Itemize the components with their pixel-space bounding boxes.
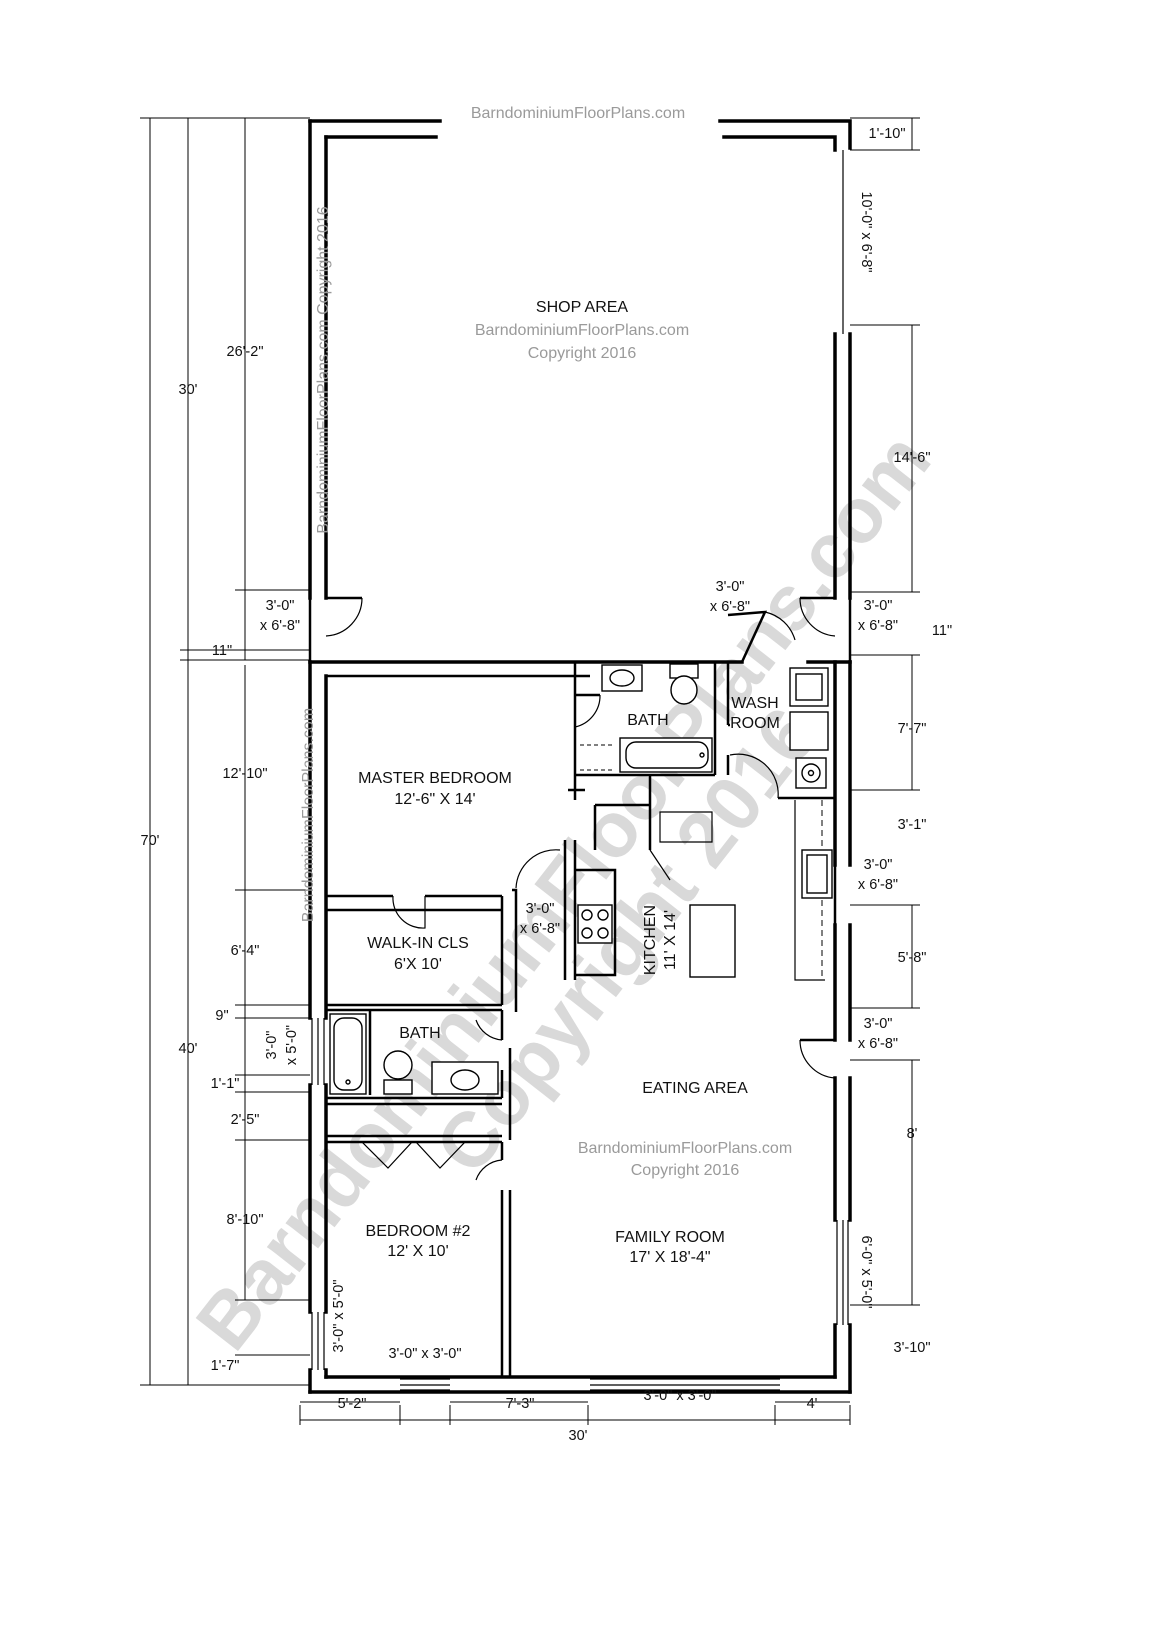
dim-left-2-5: 2'-5" [231,1112,260,1128]
shop-area-label: SHOP AREA [536,299,629,316]
dim-bottom-5-2: 5'-2" [338,1396,367,1412]
kitchen-label: KITCHEN [642,905,659,975]
master-bedroom-label: MASTER BEDROOM [358,770,512,787]
dim-left-1-1: 1'-1" [211,1076,240,1092]
family-window-right [836,1220,849,1325]
watermark-shop-site: BarndominiumFloorPlans.com [475,322,689,339]
bedroom-window-left-dim: 3'-0" x 5'-0" [331,1279,347,1352]
door-a-width: 3'-0" [266,598,295,614]
bedroom2-label: BEDROOM #2 [366,1223,471,1240]
master-bedroom-size: 12'-6" X 14' [394,791,475,808]
walk-in-closet-label: WALK-IN CLS [367,935,469,952]
dim-right-3-10: 3'-10" [894,1340,931,1356]
bedroom-window-left [311,1312,325,1370]
dim-left-6-4: 6'-4" [231,943,260,959]
dim-bottom-4: 4' [807,1396,818,1412]
dim-right-1-10: 1'-10" [869,126,906,142]
watermark-shop-copyright: Copyright 2016 [528,345,637,362]
dim-bottom-7-3: 7'-3" [506,1396,535,1412]
door-e-height: x 6'-8" [858,877,898,893]
dim-right-14-6: 14'-6" [894,450,931,466]
dim-left-40: 40' [179,1041,198,1057]
watermark-top: BarndominiumFloorPlans.com [471,105,685,122]
exterior-doors [308,596,852,1079]
dim-bottom-window: 3'-0" x 3'-0" [643,1388,716,1404]
door-b-width: 3'-0" [716,579,745,595]
dim-right-5-8: 5'-8" [898,950,927,966]
dim-overall-height: 70' [141,833,160,849]
dim-right-garage-door: 10'-0" x 6'-8" [858,191,874,272]
toilet-icon [383,1050,413,1080]
bedroom-window-bottom [400,1378,450,1391]
door-f-width: 3'-0" [864,1016,893,1032]
exterior-walls [308,119,852,1394]
dim-right-3-1: 3'-1" [898,817,927,833]
door-b-height: x 6'-8" [710,599,750,615]
door-e-width: 3'-0" [864,857,893,873]
door-a-height: x 6'-8" [260,618,300,634]
watermark-family-site: BarndominiumFloorPlans.com [578,1140,792,1157]
dim-left-30: 30' [179,382,198,398]
bath-window-height: x 5'-0" [284,1025,300,1065]
family-room-label: FAMILY ROOM [615,1229,725,1246]
kitchen-size: 11' X 14' [662,910,679,970]
dim-left-8-10: 8'-10" [227,1212,264,1228]
watermark-left-vertical-top: BarndominiumFloorPlans.com Copyright 201… [315,206,332,533]
family-window-bottom [590,1378,780,1391]
watermark-family-copyright: Copyright 2016 [631,1162,740,1179]
dim-right-7-7: 7'-7" [898,721,927,737]
upper-bath-label: BATH [627,712,668,729]
door-c-width: 3'-0" [864,598,893,614]
bath-window-width: 3'-0" [264,1031,280,1060]
kitchen-island [689,904,736,978]
door-d-width: 3'-0" [526,901,555,917]
dim-bottom-30: 30' [569,1428,588,1444]
windows [311,1018,849,1391]
watermark-left-vertical-mid: BarndominiumFloorPlans.com [300,708,317,922]
stove-icon [577,904,613,944]
bath-window [311,1018,325,1085]
walk-in-closet-size: 6'X 10' [394,956,442,973]
wash-room-label-1: WASH [731,695,778,712]
dryer-icon [789,711,829,751]
bedroom-window-bottom-dim: 3'-0" x 3'-0" [388,1346,461,1362]
door-c-height: x 6'-8" [858,618,898,634]
dim-left-9: 9" [215,1008,228,1024]
eating-area-label: EATING AREA [642,1080,748,1097]
interior-walls [326,610,835,1377]
fixtures [329,663,833,1095]
door-d-height: x 6'-8" [520,921,560,937]
dim-right-8: 8' [907,1126,918,1142]
wash-room-label-2: ROOM [730,715,780,732]
dim-right-11: 11" [932,623,952,639]
door-f-height: x 6'-8" [858,1036,898,1052]
dim-left-1-7: 1'-7" [211,1358,240,1374]
dim-left-12-10: 12'-10" [222,766,267,782]
bedroom2-size: 12' X 10' [387,1243,448,1260]
lower-bath-label: BATH [399,1025,440,1042]
dim-left-11: 11" [212,643,232,659]
dim-left-26-2: 26'-2" [227,344,264,360]
family-room-size: 17' X 18'-4" [629,1249,710,1266]
dim-right-window: 6'-0" x 5'-0" [858,1235,874,1308]
dimension-lines [140,117,920,1425]
